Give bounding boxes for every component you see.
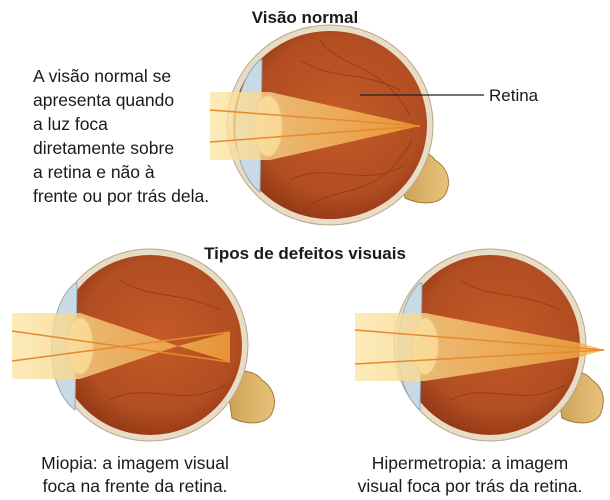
caption-line: Hipermetropia: a imagem xyxy=(330,452,610,475)
caption-hyperopia: Hipermetropia: a imagem visual foca por … xyxy=(330,452,610,498)
caption-line: foca na frente da retina. xyxy=(10,475,260,498)
caption-line: Miopia: a imagem visual xyxy=(10,452,260,475)
caption-line: visual foca por trás da retina. xyxy=(330,475,610,498)
caption-myopia: Miopia: a imagem visual foca na frente d… xyxy=(10,452,260,498)
